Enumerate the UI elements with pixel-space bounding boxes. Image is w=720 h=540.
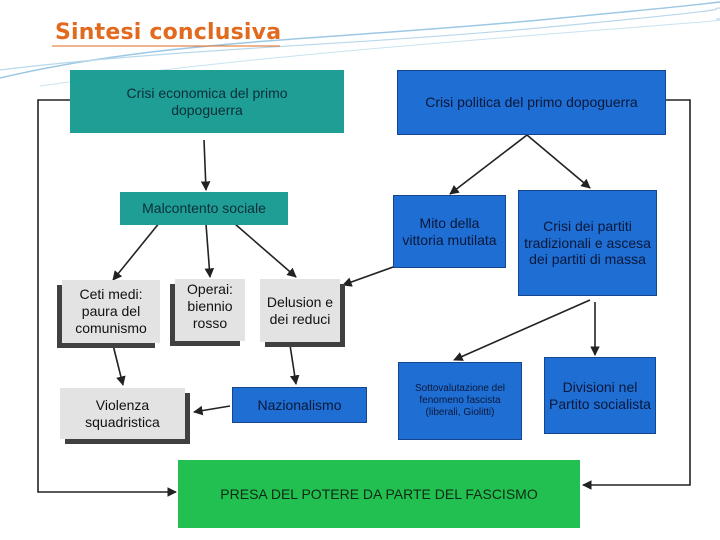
arrow-politica-mito bbox=[450, 135, 527, 194]
violenza-box: Violenza squadristica bbox=[60, 388, 185, 439]
delusion-box: Delusion e dei reduci bbox=[260, 279, 340, 342]
nazionalismo-box: Nazionalismo bbox=[232, 387, 367, 423]
arrow-delusion-nazionalismo bbox=[290, 345, 296, 384]
operai-box: Operai: biennio rosso bbox=[175, 279, 245, 341]
ceti-medi-box: Ceti medi: paura del comunismo bbox=[62, 280, 160, 343]
arrow-malcontento-operai bbox=[206, 224, 210, 277]
arrow-partiti-sottovalutazione bbox=[454, 300, 590, 360]
arrow-ceti-violenza bbox=[113, 345, 123, 385]
mito-box: Mito della vittoria mutilata bbox=[393, 195, 506, 268]
arrow-politica-partiti bbox=[527, 135, 590, 188]
divisioni-box: Divisioni nel Partito socialista bbox=[544, 357, 656, 434]
crisi-politica-box: Crisi politica del primo dopoguerra bbox=[397, 70, 666, 135]
presa-box: PRESA DEL POTERE DA PARTE DEL FASCISMO bbox=[178, 460, 580, 528]
arrow-malcontento-ceti bbox=[113, 222, 160, 280]
crisi-economica-box: Crisi economica del primo dopoguerra bbox=[70, 70, 344, 133]
malcontento-box: Malcontento sociale bbox=[120, 192, 288, 225]
crisi-partiti-box: Crisi dei partiti tradizionali e ascesa … bbox=[518, 190, 657, 296]
arrow-economica-malcontento bbox=[204, 140, 206, 190]
arrow-malcontento-delusion bbox=[235, 224, 296, 277]
sottovalutazione-box: Sottovalutazione del fenomeno fascista (… bbox=[398, 362, 522, 440]
arrow-nazionalismo-violenza bbox=[194, 406, 230, 412]
